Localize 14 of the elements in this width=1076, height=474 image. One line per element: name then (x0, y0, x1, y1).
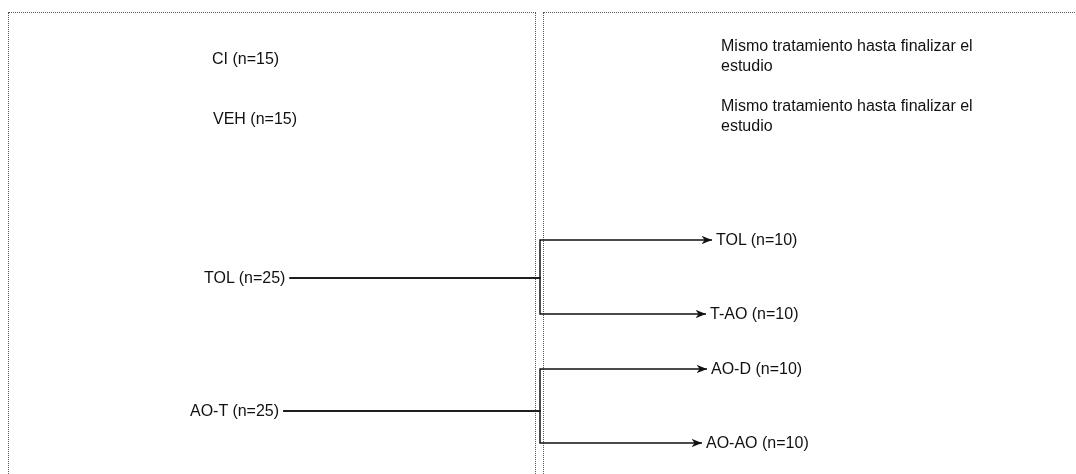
group-label: AO-D (n=10) (711, 359, 803, 379)
group-label: AO-T (n=25) (190, 401, 280, 421)
group-label: CI (n=15) (212, 49, 280, 69)
group-label: AO-AO (n=10) (706, 433, 809, 453)
arrow (288, 277, 707, 319)
panel-box (543, 12, 1076, 474)
group-label: Mismo tratamiento hasta finalizar el estudio (721, 36, 1001, 76)
group-label: Mismo tratamiento hasta finalizar el estudio (721, 96, 1001, 136)
group-label: VEH (n=15) (213, 109, 298, 129)
group-label: T-AO (n=10) (710, 304, 799, 324)
panel-box (8, 12, 536, 474)
group-label: TOL (n=10) (716, 230, 798, 250)
arrow (282, 410, 703, 448)
group-label: TOL (n=25) (204, 268, 286, 288)
